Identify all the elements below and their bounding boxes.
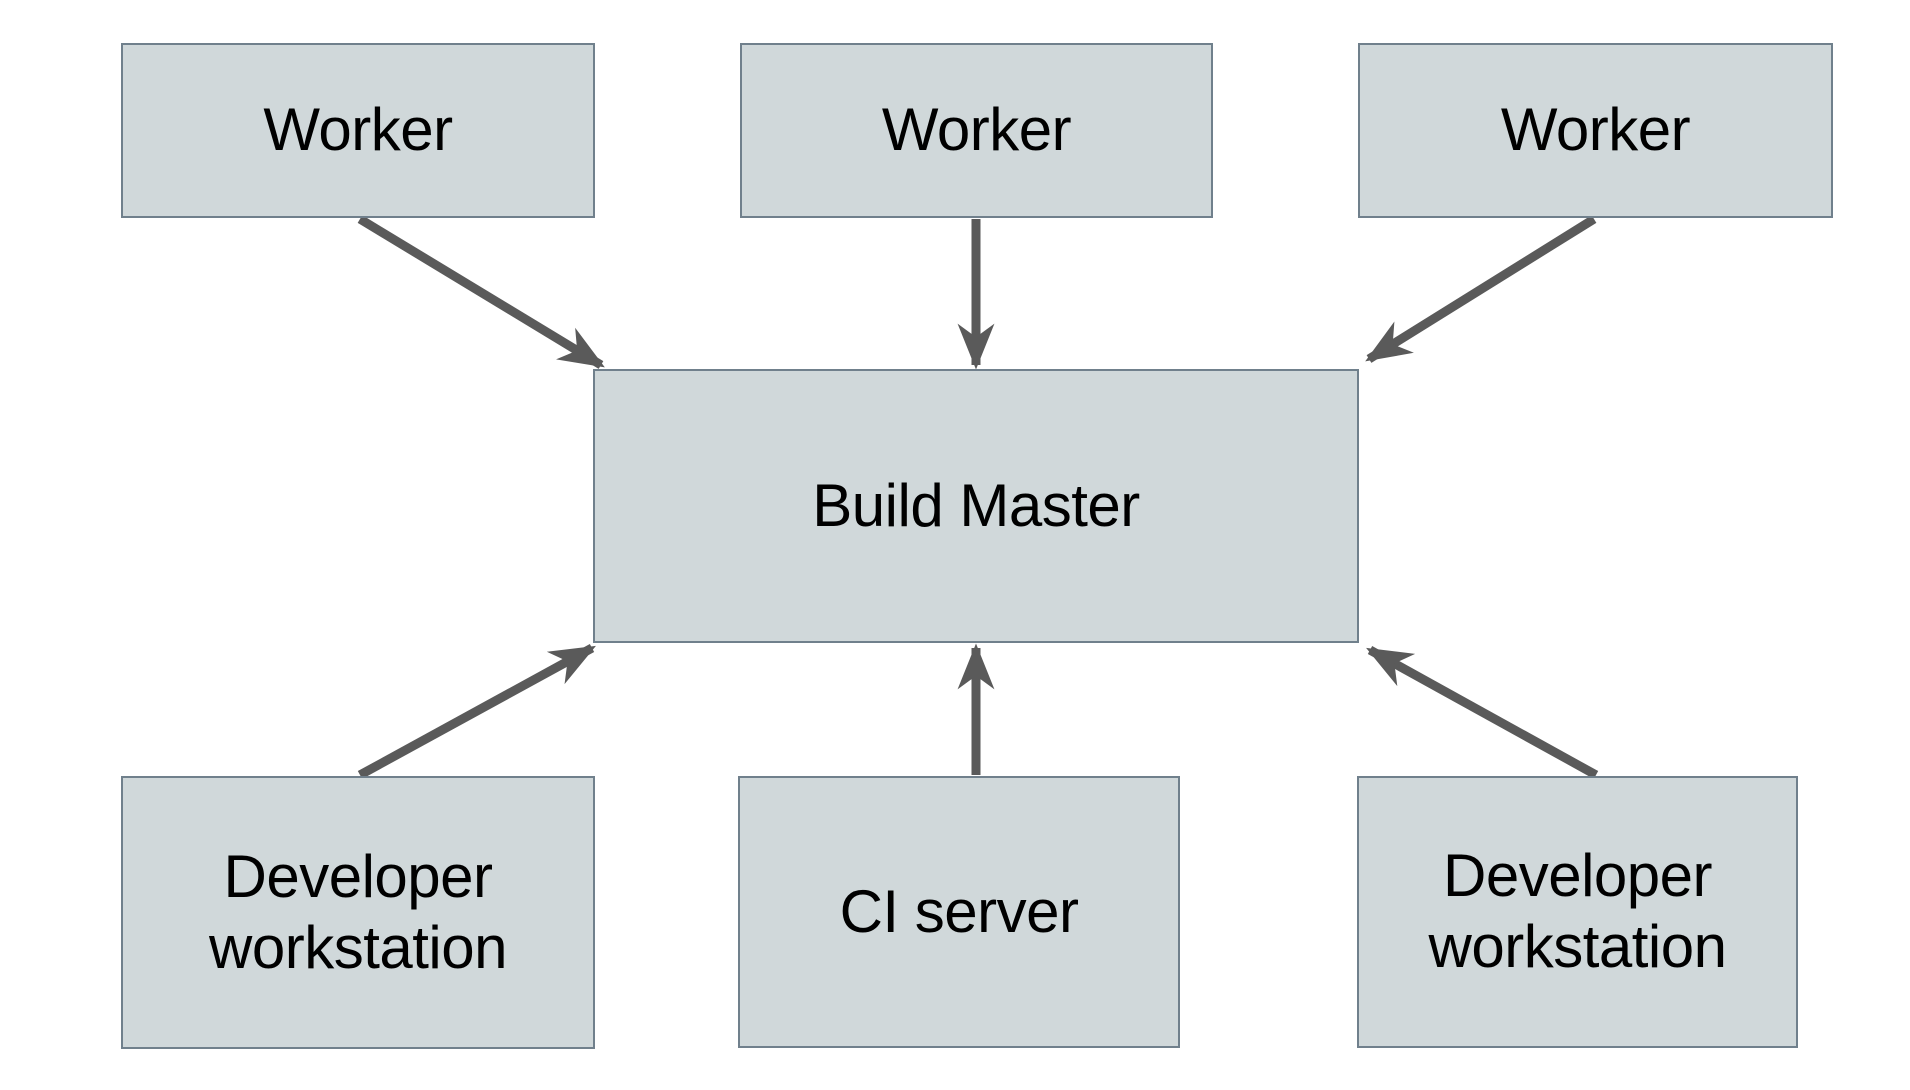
node-worker-center[interactable]: Worker — [740, 43, 1213, 218]
edge-worker-right-to-master — [1365, 215, 1597, 363]
node-developer-workstation-right[interactable]: Developer workstation — [1357, 776, 1798, 1048]
node-worker-right-label: Worker — [1500, 96, 1691, 164]
node-build-master[interactable]: Build Master — [593, 369, 1359, 643]
node-developer-workstation-left-label: Developer workstation — [209, 842, 507, 981]
node-developer-workstation-left[interactable]: Developer workstation — [121, 776, 595, 1049]
node-worker-center-label: Worker — [881, 96, 1072, 164]
node-worker-left[interactable]: Worker — [121, 43, 595, 218]
node-ci-server[interactable]: CI server — [738, 776, 1180, 1048]
node-ci-server-label: CI server — [839, 877, 1079, 945]
node-build-master-label: Build Master — [812, 471, 1140, 539]
edge-dev-left-to-master — [357, 644, 596, 779]
edge-worker-left-to-master — [357, 215, 605, 369]
node-developer-workstation-right-label: Developer workstation — [1428, 842, 1727, 980]
edge-dev-right-to-master — [1366, 646, 1599, 779]
node-worker-right[interactable]: Worker — [1358, 43, 1833, 218]
node-worker-left-label: Worker — [263, 96, 453, 164]
